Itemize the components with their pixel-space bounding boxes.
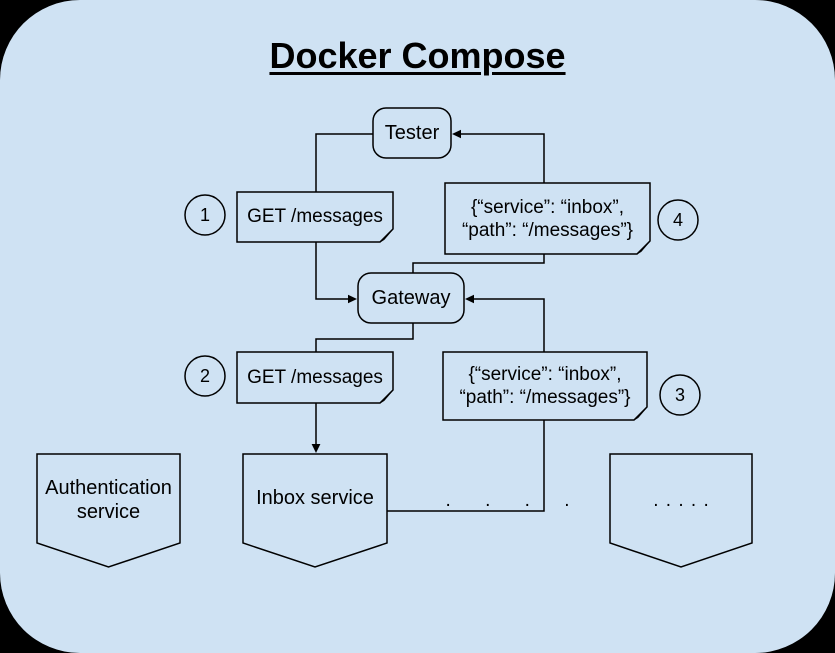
step-circle-2	[184, 355, 226, 397]
note-shape-4	[444, 182, 651, 255]
arrowhead-into-tester-right	[452, 129, 461, 139]
arrowhead-into-inbox-top	[311, 444, 321, 453]
note-fold-1	[379, 228, 394, 243]
note-fold-2	[379, 389, 394, 404]
note-fold-4	[636, 240, 651, 255]
gateway-node-shape	[357, 272, 465, 324]
pentagon-inbox-service	[242, 453, 388, 568]
note-shape-2	[236, 351, 394, 404]
arrowhead-into-gateway-right	[465, 294, 474, 304]
connector-gateway-to-tester	[412, 133, 545, 273]
note-shape-3	[442, 351, 648, 421]
step-circle-4	[657, 199, 699, 241]
note-fold-3	[633, 406, 648, 421]
tester-node-shape	[372, 107, 452, 159]
step-circle-3	[659, 374, 701, 416]
pentagon-more-services	[609, 453, 753, 568]
pentagon-auth-service	[36, 453, 181, 568]
note-shape-1	[236, 191, 394, 243]
arrowhead-into-gateway-left	[348, 294, 357, 304]
step-circle-1	[184, 194, 226, 236]
